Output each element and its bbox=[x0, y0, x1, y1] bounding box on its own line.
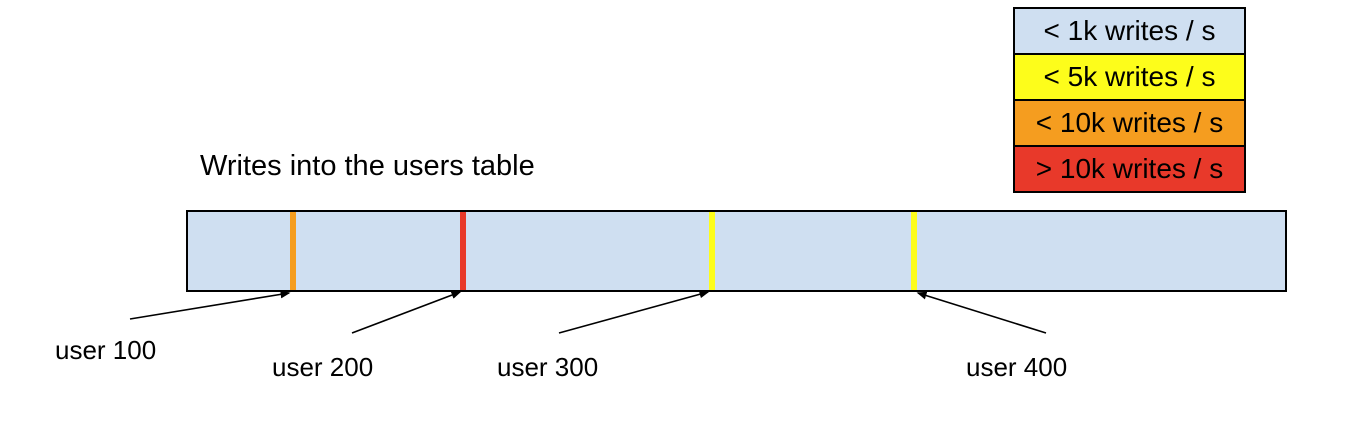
legend-item: > 10k writes / s bbox=[1013, 145, 1246, 193]
pointer-arrow bbox=[129, 290, 291, 320]
legend-item: < 1k writes / s bbox=[1013, 7, 1246, 55]
hot-key-stripe bbox=[290, 212, 296, 290]
hot-key-stripe bbox=[709, 212, 715, 290]
legend-item: < 5k writes / s bbox=[1013, 53, 1246, 101]
user-label: user 300 bbox=[497, 352, 599, 382]
diagram-title: Writes into the users table bbox=[200, 150, 535, 182]
write-rate-legend: < 1k writes / s< 5k writes / s< 10k writ… bbox=[1013, 7, 1246, 193]
hot-key-stripe bbox=[460, 212, 466, 290]
hot-key-stripe bbox=[911, 212, 917, 290]
pointer-arrow bbox=[558, 290, 710, 334]
user-label: user 400 bbox=[966, 352, 1068, 382]
pointer-arrow bbox=[916, 291, 1047, 334]
user-label: user 100 bbox=[55, 335, 157, 365]
users-table-bar bbox=[186, 210, 1287, 292]
user-label: user 200 bbox=[272, 352, 374, 382]
pointer-arrow bbox=[351, 291, 462, 334]
legend-item: < 10k writes / s bbox=[1013, 99, 1246, 147]
